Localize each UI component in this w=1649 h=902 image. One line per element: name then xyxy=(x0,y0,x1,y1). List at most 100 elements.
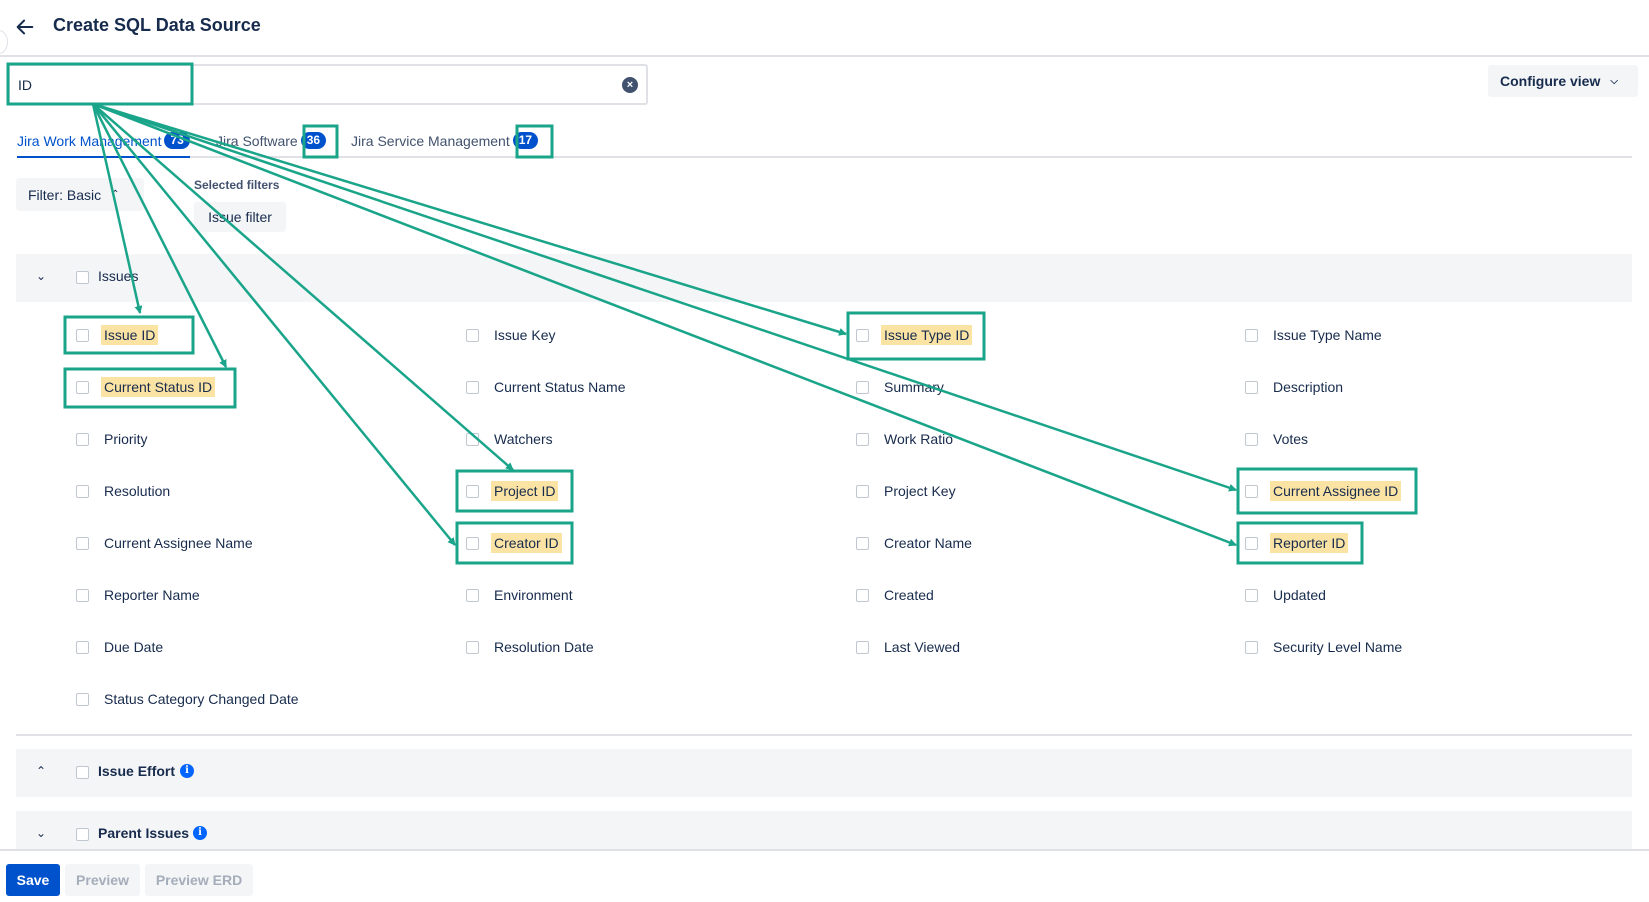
tab-jira-software[interactable]: Jira Software 36 xyxy=(216,132,327,149)
field-checkbox[interactable] xyxy=(856,588,869,602)
field-checkbox[interactable] xyxy=(76,328,89,342)
field-item[interactable]: Environment xyxy=(466,583,576,607)
field-label: Current Assignee ID xyxy=(1270,481,1402,501)
field-item[interactable]: Due Date xyxy=(76,635,166,659)
configure-view-button[interactable]: Configure view ⌵ xyxy=(1488,65,1638,97)
field-checkbox[interactable] xyxy=(76,484,89,498)
field-item[interactable]: Creator Name xyxy=(856,531,975,555)
field-label: Description xyxy=(1273,379,1344,395)
section-checkbox[interactable] xyxy=(76,271,89,284)
filter-toggle-button[interactable]: Filter: Basic ⌃ xyxy=(16,178,144,211)
field-item[interactable]: Current Status Name xyxy=(466,375,629,399)
section-checkbox[interactable] xyxy=(76,766,89,779)
save-button[interactable]: Save xyxy=(6,864,60,896)
section-label: Parent Issues xyxy=(98,825,190,841)
tab-label: Jira Work Management xyxy=(17,132,162,149)
chevron-down-icon[interactable]: ⌄ xyxy=(36,269,47,283)
field-checkbox[interactable] xyxy=(76,640,89,654)
field-item[interactable]: Security Level Name xyxy=(1245,635,1405,659)
arrow-left-icon[interactable] xyxy=(14,16,36,38)
field-checkbox[interactable] xyxy=(466,328,479,342)
field-item[interactable]: Priority xyxy=(76,427,151,451)
field-item[interactable]: Current Status ID xyxy=(76,375,216,399)
tab-jira-work-management[interactable]: Jira Work Management 73 xyxy=(17,132,190,158)
chevron-down-icon: ⌵ xyxy=(1610,75,1618,87)
field-checkbox[interactable] xyxy=(466,640,479,654)
field-item[interactable]: Reporter ID xyxy=(1245,531,1349,555)
field-checkbox[interactable] xyxy=(1245,640,1258,654)
field-label: Issue Type Name xyxy=(1273,327,1382,343)
issue-filter-chip[interactable]: Issue filter xyxy=(194,202,286,232)
field-checkbox[interactable] xyxy=(466,536,479,550)
field-checkbox[interactable] xyxy=(1245,432,1258,446)
field-label: Security Level Name xyxy=(1273,639,1403,655)
field-checkbox[interactable] xyxy=(1245,536,1258,550)
field-item[interactable]: Votes xyxy=(1245,427,1311,451)
info-icon[interactable]: i xyxy=(180,764,194,778)
field-item[interactable]: Status Category Changed Date xyxy=(76,687,302,711)
field-checkbox[interactable] xyxy=(76,692,89,706)
field-label: Priority xyxy=(104,431,148,447)
clear-icon[interactable]: × xyxy=(622,77,638,93)
chevron-up-icon: ⌃ xyxy=(111,189,120,200)
preview-erd-button[interactable]: Preview ERD xyxy=(145,864,253,896)
field-item[interactable]: Resolution Date xyxy=(466,635,597,659)
field-item[interactable]: Reporter Name xyxy=(76,583,203,607)
field-item[interactable]: Project ID xyxy=(466,479,559,503)
field-checkbox[interactable] xyxy=(466,432,479,446)
tab-count-badge: 73 xyxy=(164,132,190,149)
search-input[interactable] xyxy=(18,74,598,96)
field-checkbox[interactable] xyxy=(466,380,479,394)
field-label: Creator ID xyxy=(491,533,562,553)
field-item[interactable]: Last Viewed xyxy=(856,635,963,659)
tab-label: Jira Software xyxy=(216,132,298,149)
field-checkbox[interactable] xyxy=(76,380,89,394)
field-item[interactable]: Issue Type ID xyxy=(856,323,973,347)
field-checkbox[interactable] xyxy=(1245,484,1258,498)
field-label: Project Key xyxy=(884,483,956,499)
field-item[interactable]: Current Assignee ID xyxy=(1245,479,1402,503)
field-checkbox[interactable] xyxy=(856,432,869,446)
filter-button-label: Filter: Basic xyxy=(28,186,102,203)
info-icon[interactable]: i xyxy=(193,826,207,840)
field-checkbox[interactable] xyxy=(76,536,89,550)
field-label: Environment xyxy=(494,587,573,603)
field-item[interactable]: Issue ID xyxy=(76,323,159,347)
field-checkbox[interactable] xyxy=(1245,328,1258,342)
field-checkbox[interactable] xyxy=(856,640,869,654)
section-checkbox[interactable] xyxy=(76,828,89,841)
field-item[interactable]: Current Assignee Name xyxy=(76,531,256,555)
field-checkbox[interactable] xyxy=(466,588,479,602)
field-checkbox[interactable] xyxy=(856,536,869,550)
field-item[interactable]: Summary xyxy=(856,375,947,399)
preview-button[interactable]: Preview xyxy=(65,864,140,896)
field-checkbox[interactable] xyxy=(76,432,89,446)
field-checkbox[interactable] xyxy=(1245,588,1258,602)
field-item[interactable]: Updated xyxy=(1245,583,1329,607)
field-checkbox[interactable] xyxy=(856,380,869,394)
field-item[interactable]: Resolution xyxy=(76,479,173,503)
field-item[interactable]: Issue Type Name xyxy=(1245,323,1385,347)
field-checkbox[interactable] xyxy=(466,484,479,498)
chevron-down-icon[interactable]: ⌄ xyxy=(36,826,47,840)
field-label: Issue ID xyxy=(101,325,159,345)
field-checkbox[interactable] xyxy=(856,328,869,342)
chevron-up-icon[interactable]: ⌃ xyxy=(36,764,47,778)
field-item[interactable]: Project Key xyxy=(856,479,959,503)
field-checkbox[interactable] xyxy=(76,588,89,602)
field-item[interactable]: Created xyxy=(856,583,937,607)
field-item[interactable]: Creator ID xyxy=(466,531,562,555)
search-box[interactable]: × xyxy=(8,64,648,105)
field-item[interactable]: Work Ratio xyxy=(856,427,956,451)
tab-label: Jira Service Management xyxy=(351,132,510,149)
field-checkbox[interactable] xyxy=(856,484,869,498)
field-item[interactable]: Issue Key xyxy=(466,323,558,347)
page-header: Create SQL Data Source xyxy=(0,0,1649,57)
tab-jira-service-management[interactable]: Jira Service Management 17 xyxy=(351,132,539,149)
footer-bar: Save Preview Preview ERD xyxy=(0,849,1649,902)
page-title: Create SQL Data Source xyxy=(53,15,261,35)
field-item[interactable]: Watchers xyxy=(466,427,556,451)
section-divider xyxy=(16,734,1632,736)
field-item[interactable]: Description xyxy=(1245,375,1346,399)
field-checkbox[interactable] xyxy=(1245,380,1258,394)
